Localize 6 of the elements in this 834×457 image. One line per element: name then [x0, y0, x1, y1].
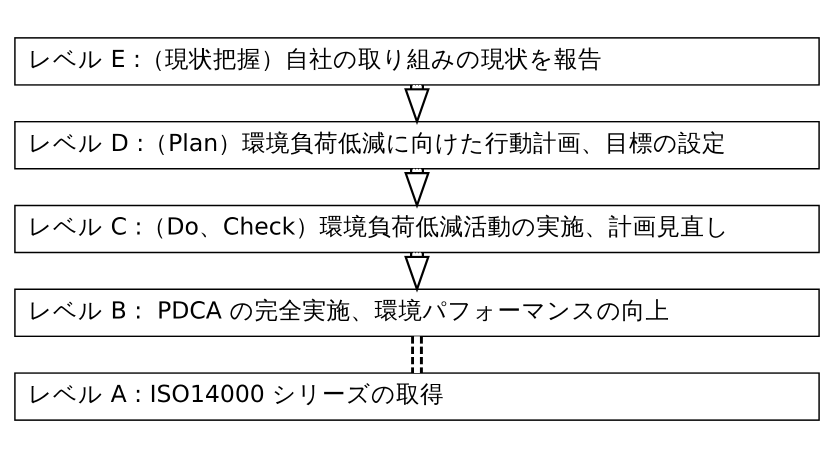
node-box: レベル A : ISO14000 シリーズの取得: [14, 372, 820, 420]
node-box: レベル E :（現状把握）自社の取り組みの現状を報告: [14, 36, 820, 86]
connector: [411, 336, 423, 373]
node-box: レベル B : PDCA の完全実施、環境パフォーマンスの向上: [14, 288, 820, 337]
node-box: レベル C :（Do、Check）環境負荷低減活動の実施、計画見直し: [14, 204, 820, 253]
node-box: レベル D :（Plan）環境負荷低減に向けた行動計画、目標の設定: [14, 120, 820, 169]
